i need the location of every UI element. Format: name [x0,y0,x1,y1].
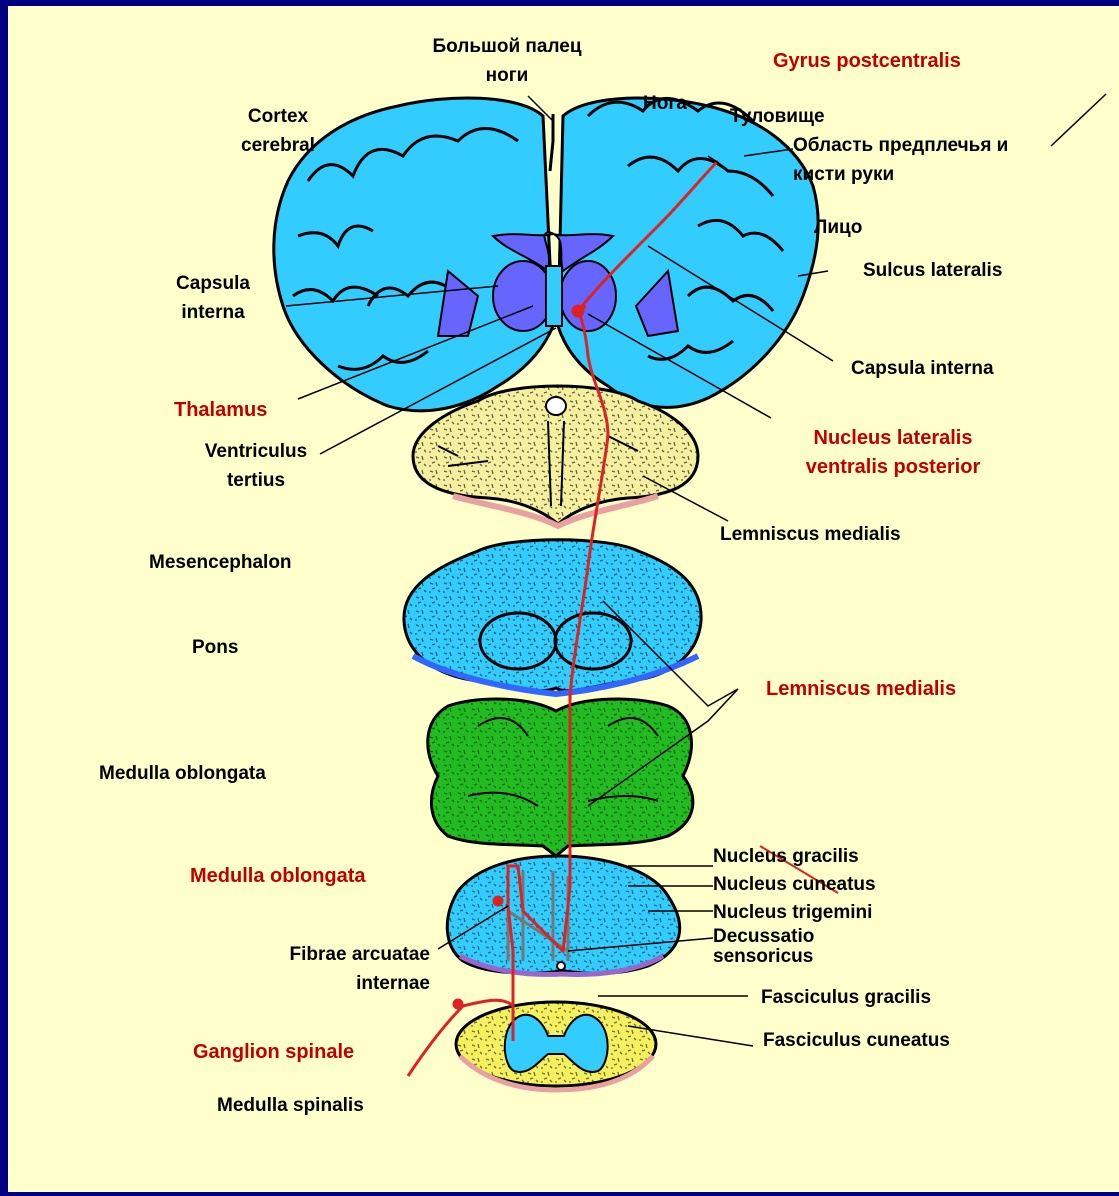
label-forearm-hand: Область предплечья и кисти руки [793,131,1008,189]
label-nucleus-cuneatus: Nucleus cuneatus [713,870,876,899]
label-nucleus-gracilis: Nucleus gracilis [713,842,859,871]
label-thalamus: Thalamus [174,396,267,425]
label-nucleus-lateralis: Nucleus lateralis ventralis posterior [778,424,1008,482]
label-pons: Pons [192,633,238,662]
ganglion-dot [454,1000,462,1008]
label-lemniscus-medialis-red: Lemniscus medialis [766,675,956,704]
right-hemisphere [558,98,818,407]
label-sulcus-lateralis: Sulcus lateralis [863,256,1002,285]
nucleus-gracilis-dot [494,897,502,905]
thalamic-relay-dot [573,306,583,316]
label-lemniscus-medialis-upper: Lemniscus medialis [720,520,901,549]
cerebrum-section [274,98,818,411]
label-ventriculus-tertius: Ventriculus tertius [178,437,334,495]
thalamus-left [493,261,553,331]
label-capsula-interna-right: Capsula interna [851,354,994,383]
label-decussatio-sensoricus: Decussatio sensoricus [713,927,814,967]
label-ganglion-spinale: Ganglion spinale [193,1038,354,1067]
lower-medulla-section [447,856,679,974]
label-leg: Нога [643,89,687,118]
medulla-oblongata-section [428,699,693,856]
third-ventricle [546,266,562,326]
thalamus-right [560,261,616,331]
label-medulla-spinalis: Medulla spinalis [217,1091,364,1120]
label-gyrus-postcentralis: Gyrus postcentralis [773,47,961,76]
label-face: Лицо [814,213,862,242]
label-cortex-cerebral: Cortex cerebral [224,102,332,160]
label-medulla-oblongata-red: Medulla oblongata [190,862,366,891]
label-big-toe: Большой палец ноги [421,32,593,90]
label-mesencephalon: Mesencephalon [149,548,292,577]
label-fasciculus-cuneatus: Fasciculus cuneatus [763,1026,950,1055]
pons-section [404,540,701,694]
label-medulla-oblongata: Medulla oblongata [99,759,266,788]
aqueduct [546,397,566,415]
label-nucleus-trigemini: Nucleus trigemini [713,898,872,927]
longitudinal-fissure [550,114,553,171]
label-fibrae-arcuatae: Fibrae arcuatae internae [230,940,430,998]
spinal-cord-section [456,1002,656,1090]
diagram-frame: Большой палец ноги Gyrus postcentralis Н… [8,6,1119,1192]
label-capsula-interna-left: Capsula interna [153,269,273,327]
label-trunk: Туловище [730,102,825,131]
label-fasciculus-gracilis: Fasciculus gracilis [761,983,931,1012]
